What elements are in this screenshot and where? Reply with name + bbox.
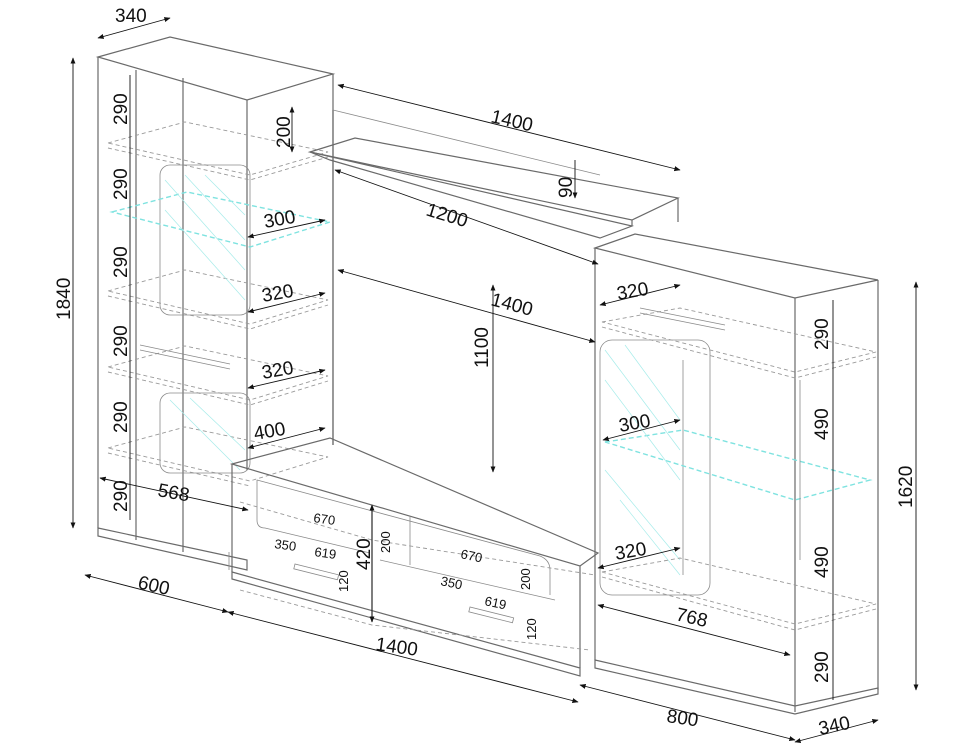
tv-120-b-label: 120 xyxy=(524,618,539,640)
tv-619-a-label: 619 xyxy=(314,544,338,562)
dimension-lines xyxy=(70,17,919,743)
center-width-label: 1400 xyxy=(489,290,535,321)
right-width-label: 800 xyxy=(665,706,699,731)
dimension-labels: 340 1840 290 290 290 290 290 290 1400 20… xyxy=(54,6,917,740)
right-320-bottom-label: 320 xyxy=(613,539,648,565)
inner-300-left-label: 300 xyxy=(262,207,297,233)
tv-200-a-label: 200 xyxy=(378,531,393,553)
right-300-label: 300 xyxy=(617,411,652,437)
upper-shelf-width-label: 1200 xyxy=(424,200,471,232)
right-320-top-label: 320 xyxy=(615,279,650,305)
tv-width-label: 1400 xyxy=(374,634,419,661)
upper-shelf-gap-label: 90 xyxy=(556,177,577,198)
left-shelf-2-label: 290 xyxy=(111,168,132,200)
center-height-label: 1100 xyxy=(472,327,493,368)
left-width-label: 600 xyxy=(136,572,172,600)
right-depth-label: 340 xyxy=(817,713,852,740)
inner-320-left-a-label: 320 xyxy=(260,281,295,307)
right-shelf-2-label: 490 xyxy=(812,408,833,440)
inner-320-left-b-label: 320 xyxy=(260,358,295,384)
left-shelf-6-label: 290 xyxy=(111,480,132,512)
top-shelf-height-label: 200 xyxy=(274,116,295,148)
right-shelf-1-label: 290 xyxy=(812,318,833,350)
right-cabinet xyxy=(592,233,879,715)
left-cabinet xyxy=(95,36,336,571)
right-shelf-4-label: 290 xyxy=(812,651,833,683)
inner-400-left-label: 400 xyxy=(252,419,287,445)
tv-670-a-label: 670 xyxy=(313,510,337,528)
tv-height-label: 420 xyxy=(354,538,375,570)
inner-568-label: 568 xyxy=(156,480,191,506)
left-height-label: 1840 xyxy=(54,278,75,320)
tv-120-a-label: 120 xyxy=(336,570,351,592)
left-shelf-1-label: 290 xyxy=(111,93,132,125)
left-shelf-5-label: 290 xyxy=(111,401,132,433)
right-height-label: 1620 xyxy=(896,466,917,508)
tv-670-b-label: 670 xyxy=(459,546,483,565)
tv-350-a-label: 350 xyxy=(274,536,298,554)
tv-350-b-label: 350 xyxy=(439,573,463,592)
left-depth-top-label: 340 xyxy=(115,6,147,27)
left-shelf-3-label: 290 xyxy=(111,246,132,278)
top-shelf-width-label: 1400 xyxy=(489,106,535,136)
right-shelf-3-label: 490 xyxy=(812,546,833,578)
tv-619-b-label: 619 xyxy=(483,593,507,612)
tv-200-b-label: 200 xyxy=(518,568,533,590)
left-shelf-4-label: 290 xyxy=(111,325,132,357)
right-768-label: 768 xyxy=(674,604,710,632)
